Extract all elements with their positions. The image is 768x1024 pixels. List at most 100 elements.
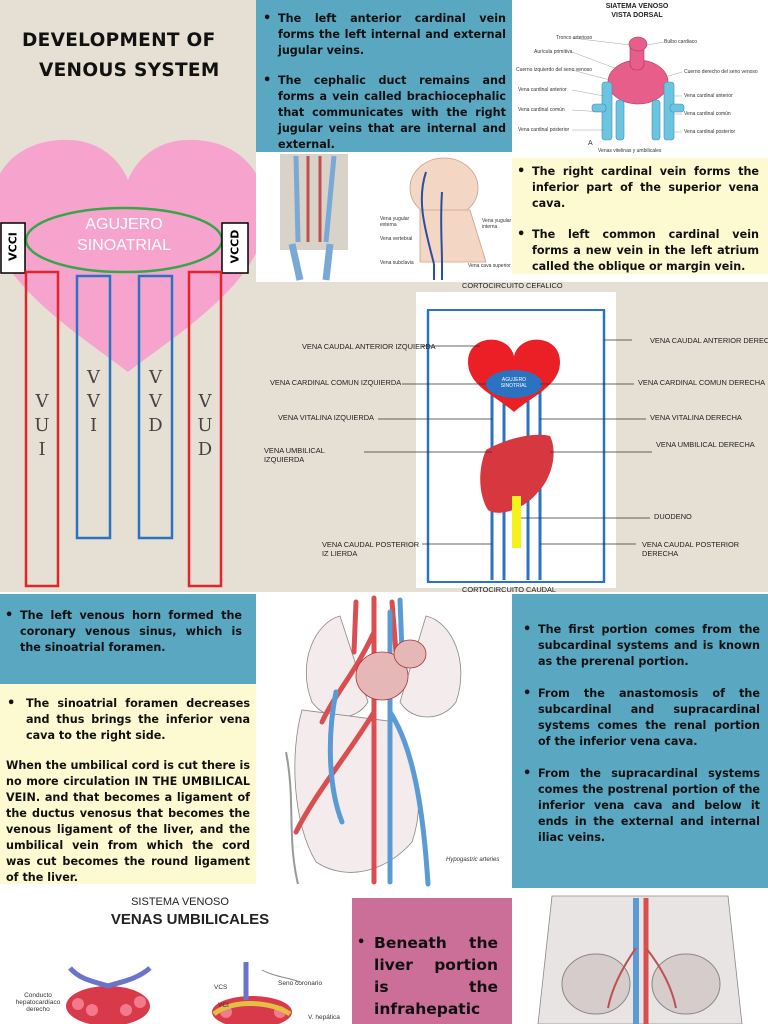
jugular-text-box: The left anterior cardinal vein forms th… [256, 0, 512, 152]
dorsal-label-r5: Vena cardinal posterior [684, 129, 736, 135]
vena-cava-bullet-2: From the anastomosis of the subcardinal … [522, 686, 760, 750]
schematic-foramen [486, 370, 542, 398]
foramen-label-line2: SINOATRIAL [77, 237, 171, 254]
vvi-letter-2: V [87, 391, 100, 412]
vcci-box [0, 222, 26, 274]
umbilical-illustration [66, 962, 301, 1024]
dorsal-title-1: SIATEMA VENOSO [605, 3, 669, 10]
jugular-bullet-2: The cephalic duct remains and forms a ve… [262, 73, 506, 153]
page-title: DEVELOPMENT OF VENOUS SYSTEM [22, 26, 220, 86]
pelvic-illustration [537, 895, 743, 1024]
dorsal-label-bottom: Venas vitelinas y umbilicales [598, 148, 662, 154]
label-umbilical-izq-2: IZQUIERDA [264, 455, 305, 464]
schematic-foramen-line2: SINOTRIAL [500, 383, 528, 389]
dorsal-label-r4: Vena cardinal común [684, 111, 731, 117]
anatomy-illustration [285, 595, 462, 893]
dorsal-label-l1: Tronco arterioso [556, 35, 593, 41]
center-diagram-panel: CORTOCIRCUITO CEFALICO CORTOCIRCUITO CAU… [256, 281, 768, 594]
label-duodeno: DUODENO [654, 512, 692, 521]
cardinal-bullet-1: The right cardinal vein forms the inferi… [516, 164, 759, 212]
umbilical-label-3: Seno coronario [278, 980, 323, 987]
vui-letter-1: V [35, 391, 49, 412]
umbilical-label-4: VCI [218, 1002, 229, 1009]
umbilical-label-2: VCS [214, 984, 228, 991]
umbilical-cord-text-box: The sinoatrial foramen decreases and thu… [0, 684, 256, 884]
vcci-label: VCCI [6, 232, 20, 261]
page-title-line1: DEVELOPMENT OF [22, 30, 216, 51]
cardinal-text-box: The right cardinal vein forms the inferi… [512, 158, 768, 274]
umbilical-veins-figure: SISTEMA VENOSO VENAS UMBILICALES Conduct… [0, 884, 352, 1024]
label-caudal-anterior-izq: VENA CAUDAL ANTERIOR IZQUIERDA [302, 342, 436, 351]
dorsal-label-l4: Vena cardinal anterior [518, 87, 567, 93]
vvi-bar [75, 274, 112, 540]
dorsal-figure: SIATEMA VENOSO VISTA DORSAL [512, 0, 768, 156]
vvd-bar [137, 274, 174, 540]
umbilical-label-1: Conducto hepatocardíaco derecho [15, 992, 61, 1013]
vvd-letter-1: V [149, 367, 162, 388]
vud-letter-2: U [197, 415, 213, 436]
label-vitalina-izq: VENA VITALINA IZQUIERDA [278, 413, 374, 422]
center-schematic [364, 292, 652, 588]
neck-illustration [280, 154, 487, 281]
dorsal-letter: A [588, 140, 593, 147]
dorsal-label-r3: Vena cardinal anterior [684, 93, 733, 99]
vvd-label: V V D [139, 366, 172, 438]
infrahepatic-text-box: Beneath the liver portion is the infrahe… [352, 898, 512, 1024]
umbilical-cord-paragraph: When the umbilical cord is cut there is … [6, 759, 250, 884]
schematic-foramen-line1: AGUJERO [501, 377, 527, 383]
umbilical-figure-title-1: SISTEMA VENOSO [131, 896, 229, 908]
label-umbilical-der: VENA UMBILICAL DERECHA [656, 440, 755, 449]
page-title-line2: VENOUS SYSTEM [39, 60, 220, 81]
label-caudal-anterior-der: VENA CAUDAL ANTERIOR DERECHA [650, 336, 768, 345]
vvd-letter-2: V [149, 391, 162, 412]
dorsal-label-r1: Bulbo cardiaco [664, 39, 698, 45]
vui-label: V U I [26, 390, 58, 462]
vud-letter-1: V [198, 391, 212, 412]
dorsal-label-r2: Cuerno derecho del seno venoso [684, 69, 758, 75]
anatomy-label: Hypogastric arteries [446, 857, 500, 863]
vena-cava-bullet-1: The first portion comes from the subcard… [522, 622, 760, 670]
heart-shape [0, 139, 256, 372]
foramen-label: AGUJERO SINOATRIAL [44, 214, 204, 256]
schematic-liver [480, 434, 554, 513]
vccd-box [221, 222, 249, 274]
anatomy-figure: Hypogastric arteries [256, 592, 512, 896]
dorsal-heart-illustration [571, 36, 685, 141]
neck-label-1: Vena yugular externa [380, 216, 410, 228]
label-caudal-posterior-der-2: DERECHA [642, 549, 679, 558]
dorsal-label-l3: Cuerno izquierdo del seno venoso [516, 67, 592, 73]
neck-figure: Vena yugular externa Vena yugular intern… [256, 152, 512, 282]
vvi-label: V V I [77, 366, 110, 438]
vccd-label: VCCD [228, 229, 242, 264]
vud-label: V U D [189, 390, 221, 462]
foramen-label-line1: AGUJERO [85, 216, 163, 233]
neck-label-4: Vena subclavia [380, 260, 414, 266]
vena-cava-bullet-3: From the supracardinal systems comes the… [522, 766, 760, 846]
jugular-bullet-1: The left anterior cardinal vein forms th… [262, 11, 506, 59]
venous-horn-bullet: The left venous horn formed the coronary… [4, 608, 242, 656]
dorsal-title-2: VISTA DORSAL [611, 12, 663, 19]
neck-label-2: Vena yugular interna [482, 218, 512, 230]
vvd-letter-3: D [148, 415, 163, 436]
vui-letter-3: I [38, 439, 46, 460]
label-umbilical-izq-1: VENA UMBILICAL [264, 446, 325, 455]
vena-cava-text-box: The first portion comes from the subcard… [512, 594, 768, 888]
neck-label-3: Vena vertebral [380, 236, 413, 242]
vvi-letter-3: I [89, 415, 98, 436]
schematic-foramen-label: AGUJERO SINOTRIAL [492, 377, 536, 389]
schematic-duodenum [512, 496, 521, 548]
heart-diagram [0, 139, 256, 588]
umbilical-figure-title-2: VENAS UMBILICALES [110, 911, 270, 928]
label-caudal-posterior-izq-1: VENA CAUDAL POSTERIOR [322, 540, 420, 549]
vvi-letter-1: V [87, 367, 100, 388]
label-caudal-posterior-der-1: VENA CAUDAL POSTERIOR [642, 540, 740, 549]
label-caudal-posterior-izq-2: IZ LIERDA [322, 549, 358, 558]
cardinal-bullet-2: The left common cardinal vein forms a ne… [516, 227, 759, 275]
vud-bar [187, 270, 223, 588]
schematic-bottom-label: CORTOCIRCUITO CAUDAL [462, 585, 557, 594]
schematic-top-label: CORTOCIRCUITO CEFALICO [462, 281, 563, 290]
infrahepatic-bullet: Beneath the liver portion is the infrahe… [356, 932, 498, 1020]
vud-letter-3: D [197, 439, 213, 460]
label-vitalina-der: VENA VITALINA DERECHA [650, 413, 742, 422]
neck-label-5: Vena cava superior [468, 263, 511, 269]
